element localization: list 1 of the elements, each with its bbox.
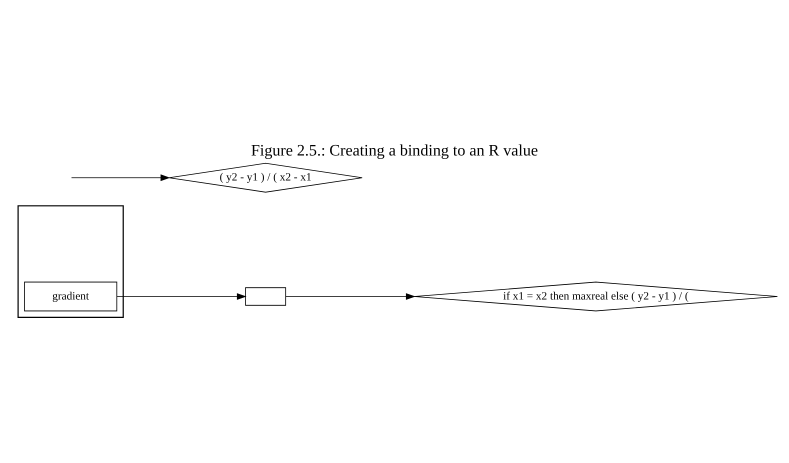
diagram-title: Figure 2.5.: Creating a binding to an R value — [250, 142, 538, 160]
